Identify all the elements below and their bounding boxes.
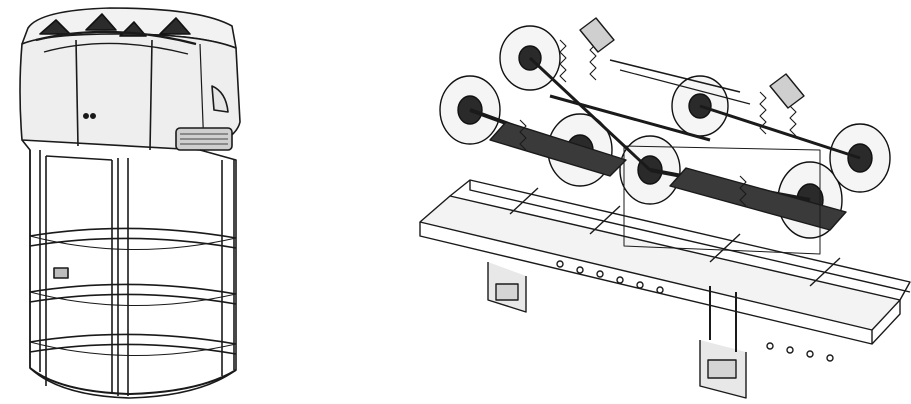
bogie-frame-assembly-svg — [419, 17, 911, 399]
vehicle-cab-module-svg — [19, 7, 241, 399]
bogie-frame-assembly-drawing — [410, 0, 911, 404]
vehicle-cab-module-drawing — [0, 0, 260, 404]
